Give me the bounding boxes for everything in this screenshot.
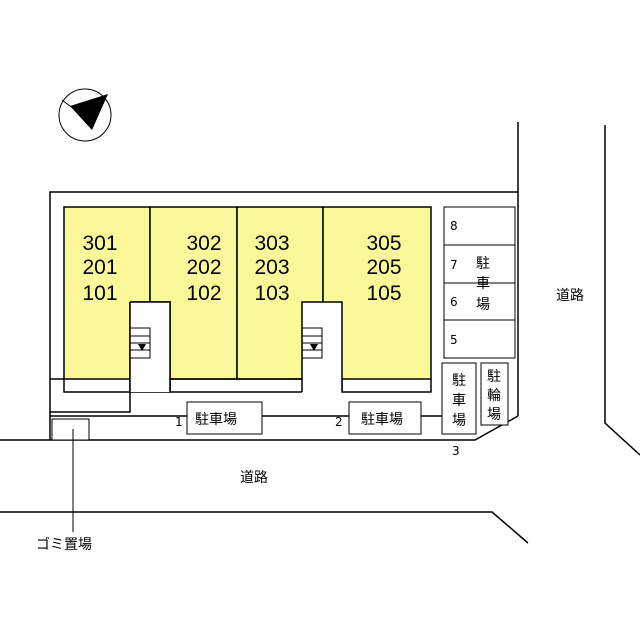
parking-spot-number: 6 <box>450 295 458 309</box>
unit-number: 302 <box>186 232 221 255</box>
unit-number: 202 <box>186 256 221 279</box>
parking-spot-number: 5 <box>450 333 458 347</box>
parking-spot-number: 1 <box>175 415 183 429</box>
parking-2: 2 駐車場 <box>335 401 422 435</box>
unit-number: 103 <box>254 282 289 305</box>
parking-1: 1 駐車場 <box>175 401 263 435</box>
road-right-edge <box>604 125 640 456</box>
unit-number: 303 <box>254 232 289 255</box>
parking-label: 駐車場 <box>195 411 237 428</box>
parking-spot-number: 7 <box>450 258 458 272</box>
bike-parking-label: 駐 <box>487 369 501 385</box>
parking-label: 駐車場 <box>361 411 403 428</box>
parking-3: 駐 車 場 3 <box>441 362 477 458</box>
bike-parking: 駐 輪 場 <box>480 362 509 426</box>
unit-number: 102 <box>186 282 221 305</box>
garbage-area: ゴミ置場 <box>36 418 92 553</box>
garbage-label: ゴミ置場 <box>36 536 92 553</box>
parking-label: 場 <box>452 413 466 429</box>
unit-number: 205 <box>366 256 401 279</box>
unit-number: 201 <box>82 256 117 279</box>
parking-label: 駐 <box>476 256 490 272</box>
road-label-right: 道路 <box>556 288 584 304</box>
stair-left-icon <box>129 301 171 393</box>
corridor-mid <box>169 379 302 393</box>
unit-number: 203 <box>254 256 289 279</box>
road-label-bottom: 道路 <box>240 470 268 486</box>
parking-label: 場 <box>476 297 490 313</box>
unit-number: 301 <box>82 232 117 255</box>
parking-spot-number: 8 <box>450 219 458 233</box>
parking-spot-number: 2 <box>335 415 343 429</box>
site-boundary <box>49 122 519 440</box>
bike-parking-label: 輪 <box>487 387 501 404</box>
corridor-left <box>50 378 131 413</box>
parking-label: 駐 <box>452 373 466 389</box>
corridor-right <box>341 379 432 393</box>
stair-right-icon <box>301 301 343 392</box>
bike-parking-label: 場 <box>487 407 501 423</box>
building: 301 201 101 302 202 102 303 203 103 305 … <box>50 206 432 413</box>
parking-label: 車 <box>452 392 466 409</box>
parking-spot-number: 3 <box>452 444 460 458</box>
unit-number: 105 <box>366 282 401 305</box>
unit-number: 101 <box>82 282 117 305</box>
parking-label: 車 <box>476 275 490 292</box>
road-lower-edge <box>0 511 529 544</box>
parking-right: 8 7 6 5 駐 車 場 <box>443 206 516 359</box>
compass-icon <box>58 88 112 142</box>
unit-number: 305 <box>366 232 401 255</box>
